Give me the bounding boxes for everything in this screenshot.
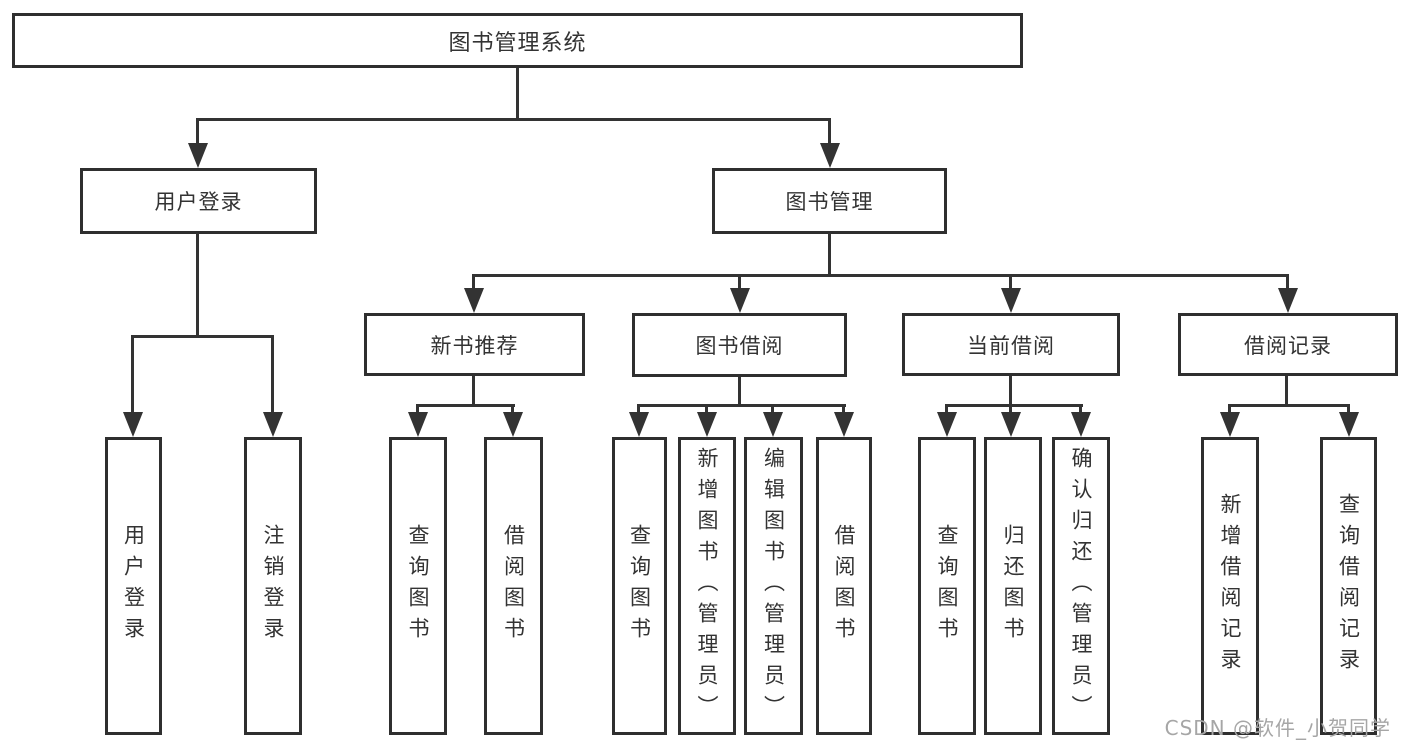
leaf-label: 借阅图书 — [501, 524, 526, 648]
node-library-management-system: 图书管理系统 — [12, 13, 1023, 68]
arrow-down-icon — [763, 412, 783, 437]
leaf-logout: 注销登录 — [244, 437, 302, 735]
arrow-down-icon — [263, 412, 283, 437]
arrow-down-icon — [1278, 288, 1298, 313]
connector-line — [196, 118, 199, 148]
leaf-return-books: 归还图书 — [984, 437, 1042, 735]
leaf-edit-books-admin: 编辑图书（管理员） — [744, 437, 803, 735]
connector-line — [738, 377, 741, 407]
connector-line — [472, 376, 475, 407]
node-label: 借阅记录 — [1244, 333, 1332, 358]
node-borrowing-records: 借阅记录 — [1178, 313, 1398, 376]
node-new-book-recommendation: 新书推荐 — [364, 313, 585, 376]
leaf-query-borrow-record: 查询借阅记录 — [1320, 437, 1377, 735]
connector-line — [1228, 404, 1231, 416]
node-label: 图书管理系统 — [448, 30, 587, 56]
arrow-down-icon — [123, 412, 143, 437]
arrow-down-icon — [503, 412, 523, 437]
connector-line — [131, 335, 134, 415]
node-book-borrowing: 图书借阅 — [632, 313, 847, 377]
connector-line — [771, 404, 774, 416]
leaf-query-books-recommend: 查询图书 — [389, 437, 447, 735]
arrow-down-icon — [834, 412, 854, 437]
node-label: 新书推荐 — [430, 333, 519, 358]
leaf-confirm-return-admin: 确认归还（管理员） — [1052, 437, 1110, 735]
arrow-down-icon — [1001, 412, 1021, 437]
connector-line — [945, 404, 1083, 407]
connector-line — [1285, 376, 1288, 407]
leaf-label: 查询借阅记录 — [1336, 493, 1361, 679]
connector-line — [705, 404, 708, 416]
connector-line — [472, 274, 475, 292]
arrow-down-icon — [1001, 288, 1021, 313]
node-book-management: 图书管理 — [712, 168, 947, 234]
leaf-label: 确认归还（管理员） — [1069, 446, 1093, 726]
leaf-label: 新增图书（管理员） — [695, 446, 719, 726]
connector-line — [511, 404, 514, 416]
leaf-query-books-borrowing: 查询图书 — [612, 437, 667, 735]
connector-line — [1347, 404, 1350, 416]
leaf-label: 用户登录 — [121, 524, 146, 648]
leaf-user-login: 用户登录 — [105, 437, 162, 735]
leaf-label: 查询图书 — [935, 524, 959, 648]
connector-line — [516, 68, 519, 120]
arrow-down-icon — [464, 288, 484, 313]
connector-line — [1228, 404, 1350, 407]
arrow-down-icon — [730, 288, 750, 313]
connector-line — [1009, 376, 1012, 407]
connector-line — [1079, 404, 1082, 416]
arrow-down-icon — [937, 412, 957, 437]
leaf-label: 归还图书 — [1001, 524, 1025, 648]
leaf-label: 查询图书 — [406, 524, 430, 648]
connector-line — [842, 404, 845, 416]
arrow-down-icon — [629, 412, 649, 437]
connector-line — [472, 274, 1289, 277]
connector-line — [1009, 404, 1012, 416]
connector-line — [828, 118, 831, 148]
connector-line — [945, 404, 948, 416]
arrow-down-icon — [408, 412, 428, 437]
node-label: 当前借阅 — [967, 333, 1055, 358]
connector-line — [131, 335, 274, 338]
leaf-label: 注销登录 — [261, 524, 285, 648]
leaf-add-books-admin: 新增图书（管理员） — [678, 437, 736, 735]
arrow-down-icon — [697, 412, 717, 437]
leaf-borrow-books-recommend: 借阅图书 — [484, 437, 543, 735]
node-label: 图书管理 — [785, 190, 874, 214]
leaf-query-books-current: 查询图书 — [918, 437, 976, 735]
leaf-add-borrow-record: 新增借阅记录 — [1201, 437, 1259, 735]
arrow-down-icon — [188, 143, 208, 168]
connector-line — [637, 404, 640, 416]
watermark: CSDN @软件_小贺同学 — [1164, 716, 1391, 740]
leaf-label: 新增借阅记录 — [1218, 493, 1242, 679]
connector-line — [196, 233, 199, 335]
connector-line — [828, 233, 831, 276]
connector-line — [637, 404, 846, 407]
node-user-login: 用户登录 — [80, 168, 317, 234]
connector-line — [416, 404, 515, 407]
connector-line — [416, 404, 419, 416]
connector-line — [738, 274, 741, 292]
arrow-down-icon — [1339, 412, 1359, 437]
node-current-borrowing: 当前借阅 — [902, 313, 1120, 376]
connector-line — [1286, 274, 1289, 292]
node-label: 用户登录 — [154, 190, 243, 214]
connector-line — [1009, 274, 1012, 292]
arrow-down-icon — [1071, 412, 1091, 437]
leaf-borrow-books: 借阅图书 — [816, 437, 872, 735]
leaf-label: 借阅图书 — [832, 524, 856, 648]
leaf-label: 编辑图书（管理员） — [761, 446, 786, 726]
connector-line — [271, 335, 274, 415]
node-label: 图书借阅 — [695, 334, 784, 358]
arrow-down-icon — [1220, 412, 1240, 437]
connector-line — [196, 118, 831, 121]
leaf-label: 查询图书 — [627, 524, 652, 648]
arrow-down-icon — [820, 143, 840, 168]
